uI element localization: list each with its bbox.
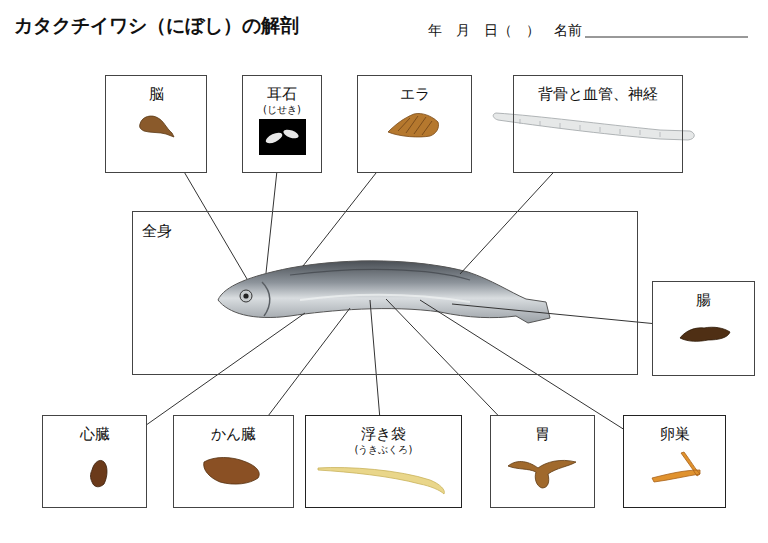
part-box: 浮き袋(うきぶくろ)	[305, 415, 462, 508]
liver-drawing	[204, 458, 260, 485]
part-box: 胃	[490, 415, 595, 508]
gill-detail	[398, 116, 432, 135]
part-name: 浮き袋	[361, 425, 406, 444]
leader-line	[303, 173, 376, 266]
part-box: かん臓	[173, 415, 294, 508]
part-box: エラ	[357, 75, 472, 173]
leader-line	[266, 173, 277, 273]
gill-drawing	[388, 113, 439, 136]
fish-drawing	[218, 261, 550, 323]
part-name: 腸	[696, 291, 711, 310]
part-name: かん臓	[211, 425, 256, 444]
name-underline	[585, 37, 748, 38]
part-name: 卵巣	[660, 425, 690, 444]
leader-line	[386, 299, 498, 415]
leader-line	[185, 173, 247, 279]
leader-line	[420, 300, 623, 429]
part-box: 腸	[652, 281, 755, 376]
otolith-photo	[259, 119, 306, 155]
part-name: 心臓	[80, 425, 110, 444]
part-box: 背骨と血管、神経	[513, 75, 683, 173]
part-name: 胃	[535, 425, 550, 444]
date-name-field: 年 月 日（ ） 名前	[428, 22, 582, 40]
reading-note: (じせき)	[263, 104, 301, 115]
swim-bladder-drawing	[318, 468, 444, 495]
whole-body-box: 全身	[132, 211, 638, 375]
leader-line	[269, 308, 350, 415]
leader-line	[370, 300, 380, 415]
part-name: 脳	[149, 85, 164, 104]
part-box: 心臓	[42, 415, 147, 508]
part-name: 背骨と血管、神経	[538, 85, 658, 104]
part-box: 耳石(じせき)	[242, 75, 322, 173]
leader-line	[452, 304, 652, 323]
part-name: 全身	[142, 222, 172, 241]
part-box: 脳	[105, 75, 207, 173]
backbone-drawing	[493, 113, 694, 140]
leader-line	[147, 313, 305, 424]
part-name: エラ	[400, 85, 430, 104]
heart-drawing	[91, 460, 108, 486]
page-title: カタクチイワシ（にぼし）の解剖	[14, 13, 299, 39]
reading-note: (うきぶくろ)	[355, 444, 413, 455]
leader-line	[460, 173, 553, 274]
intestine-drawing	[680, 327, 730, 341]
backbone-detail	[520, 119, 660, 137]
part-box: 卵巣	[623, 415, 726, 508]
brain-drawing	[140, 116, 174, 137]
stomach-drawing	[508, 460, 576, 488]
ovary-drawing	[652, 452, 700, 482]
part-name: 耳石	[267, 85, 297, 104]
